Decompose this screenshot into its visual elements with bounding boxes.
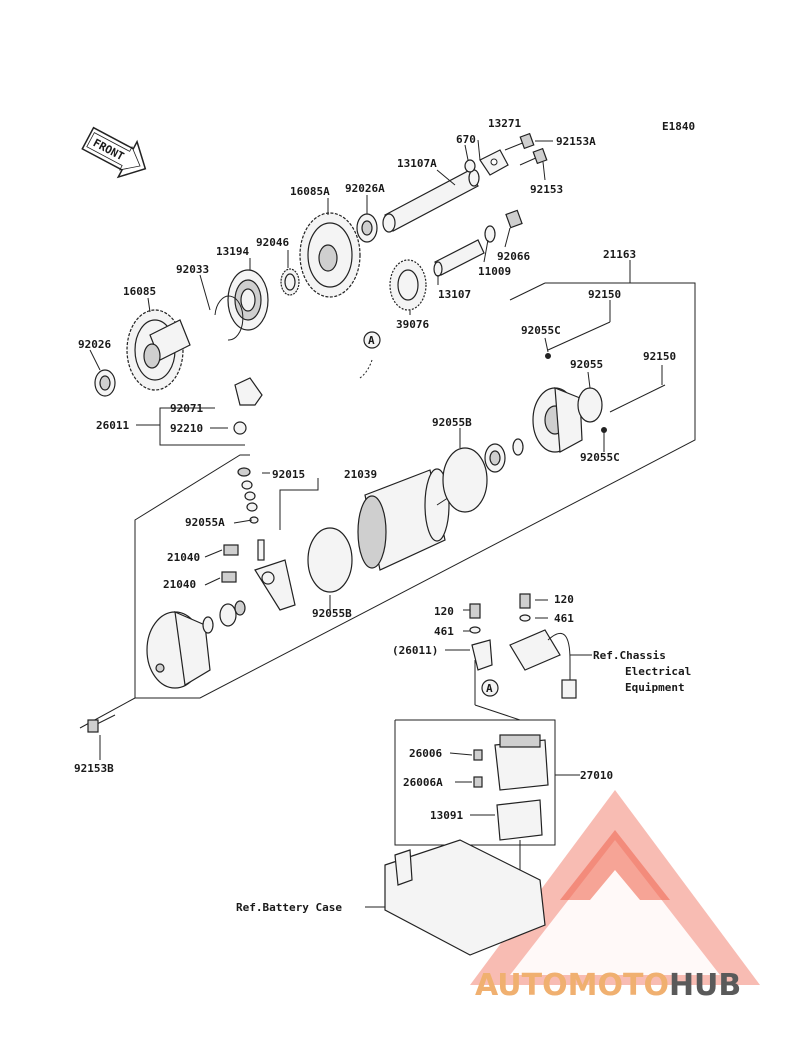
label-26011-ref: (26011) bbox=[392, 644, 438, 657]
label-21040-upper: 21040 bbox=[167, 551, 200, 564]
label-92153: 92153 bbox=[530, 183, 563, 196]
starter-clutch-13194 bbox=[227, 269, 269, 331]
label-92026a: 92026A bbox=[345, 182, 385, 195]
label-120-left: 120 bbox=[434, 605, 454, 618]
cable-26011 bbox=[233, 359, 373, 435]
washer-stack bbox=[237, 467, 259, 524]
label-92033: 92033 bbox=[176, 263, 209, 276]
ref-marker-a-bottom bbox=[481, 679, 499, 697]
bearing-92026 bbox=[94, 369, 116, 397]
label-92026: 92026 bbox=[78, 338, 111, 351]
label-92055b-upper: 92055B bbox=[432, 416, 472, 429]
ref-chassis-line2: Electrical bbox=[625, 665, 691, 678]
label-92153b: 92153B bbox=[74, 762, 114, 775]
label-16085: 16085 bbox=[123, 285, 156, 298]
bearing-92026a bbox=[356, 213, 378, 243]
label-92046: 92046 bbox=[256, 236, 289, 249]
plate-13271 bbox=[479, 149, 509, 176]
relay-cover-13091 bbox=[496, 799, 543, 875]
label-26006a: 26006A bbox=[403, 776, 443, 789]
bolt-120-left bbox=[469, 603, 481, 634]
label-92055c-lower: 92055C bbox=[580, 451, 620, 464]
label-13107a: 13107A bbox=[397, 157, 437, 170]
needle-bearing-92046 bbox=[280, 268, 300, 296]
label-92150-upper: 92150 bbox=[588, 288, 621, 301]
label-92055: 92055 bbox=[570, 358, 603, 371]
gear-39076 bbox=[389, 259, 427, 311]
fuse-26006 bbox=[473, 749, 483, 761]
end-cover-rear bbox=[532, 387, 583, 453]
battery-case bbox=[365, 839, 546, 956]
label-13194: 13194 bbox=[216, 245, 249, 258]
gear-16085a bbox=[299, 212, 361, 298]
label-13107: 13107 bbox=[438, 288, 471, 301]
watermark-text-auto: AUTOMOTOHUB bbox=[475, 968, 741, 1003]
label-670: 670 bbox=[456, 133, 476, 146]
relay-bracket-chassis bbox=[509, 629, 577, 699]
plug-92066 bbox=[505, 209, 523, 229]
label-26011: 26011 bbox=[96, 419, 129, 432]
label-21163: 21163 bbox=[603, 248, 636, 261]
shaft-13107 bbox=[433, 239, 485, 277]
bolt-92150-upper bbox=[547, 321, 611, 351]
label-461-left: 461 bbox=[434, 625, 454, 638]
label-11009: 11009 bbox=[478, 265, 511, 278]
gear-16085 bbox=[126, 309, 191, 391]
relay-bracket-lines bbox=[394, 660, 580, 846]
front-arrow-icon: FRONT bbox=[81, 126, 147, 179]
end-cover-front bbox=[146, 600, 246, 689]
label-21039: 21039 bbox=[344, 468, 377, 481]
o-ring-670 bbox=[464, 159, 476, 173]
bolt-92153a bbox=[504, 132, 535, 151]
leader-lines bbox=[89, 139, 663, 816]
label-92055a: 92055A bbox=[185, 516, 225, 529]
label-92055c-upper: 92055C bbox=[521, 324, 561, 337]
label-13271: 13271 bbox=[488, 117, 521, 130]
shaft-13107a bbox=[382, 169, 480, 233]
label-13091: 13091 bbox=[430, 809, 463, 822]
brush-holder-assembly bbox=[221, 539, 296, 611]
label-26006: 26006 bbox=[409, 747, 442, 760]
label-21040-lower: 21040 bbox=[163, 578, 196, 591]
bearing-rear bbox=[484, 438, 524, 473]
ref-a-top: A bbox=[368, 334, 375, 347]
label-92066: 92066 bbox=[497, 250, 530, 263]
diagram-code: E1840 bbox=[662, 120, 695, 133]
snap-ring-92033 bbox=[214, 295, 244, 341]
o-ring-92055b-lower bbox=[307, 527, 353, 593]
label-27010: 27010 bbox=[580, 769, 613, 782]
label-39076: 39076 bbox=[396, 318, 429, 331]
label-92015: 92015 bbox=[272, 468, 305, 481]
bolt-92153 bbox=[519, 147, 548, 166]
ref-marker-a-top bbox=[363, 331, 381, 349]
watermark-logo: AUTOMOTOHUB bbox=[470, 790, 760, 1003]
bolt-120-right bbox=[519, 593, 531, 622]
label-92210: 92210 bbox=[170, 422, 203, 435]
washer-11009 bbox=[484, 225, 496, 243]
starter-relay bbox=[494, 734, 549, 791]
ref-battery-case: Ref.Battery Case bbox=[236, 901, 342, 914]
label-92055b-lower: 92055B bbox=[312, 607, 352, 620]
o-ring-92055 bbox=[577, 387, 603, 423]
oring-92055c-top bbox=[545, 353, 551, 359]
label-92153a: 92153A bbox=[556, 135, 596, 148]
ref-chassis-line1: Ref.Chassis bbox=[593, 649, 666, 662]
label-92150-lower: 92150 bbox=[643, 350, 676, 363]
ref-chassis-line3: Equipment bbox=[625, 681, 685, 694]
fuse-26006a bbox=[473, 776, 483, 788]
ref-a-bottom: A bbox=[486, 682, 493, 695]
o-ring-92055b-upper bbox=[442, 447, 488, 513]
starter-group-bracket bbox=[134, 282, 696, 699]
bolt-92153b bbox=[87, 714, 116, 733]
bracket-26011-ref bbox=[471, 639, 493, 671]
label-92071: 92071 bbox=[170, 402, 203, 415]
bolt-92150-lower bbox=[609, 384, 666, 413]
oring-92055c-bottom bbox=[601, 427, 607, 433]
label-120-right: 120 bbox=[554, 593, 574, 606]
label-461-right: 461 bbox=[554, 612, 574, 625]
label-16085a: 16085A bbox=[290, 185, 330, 198]
